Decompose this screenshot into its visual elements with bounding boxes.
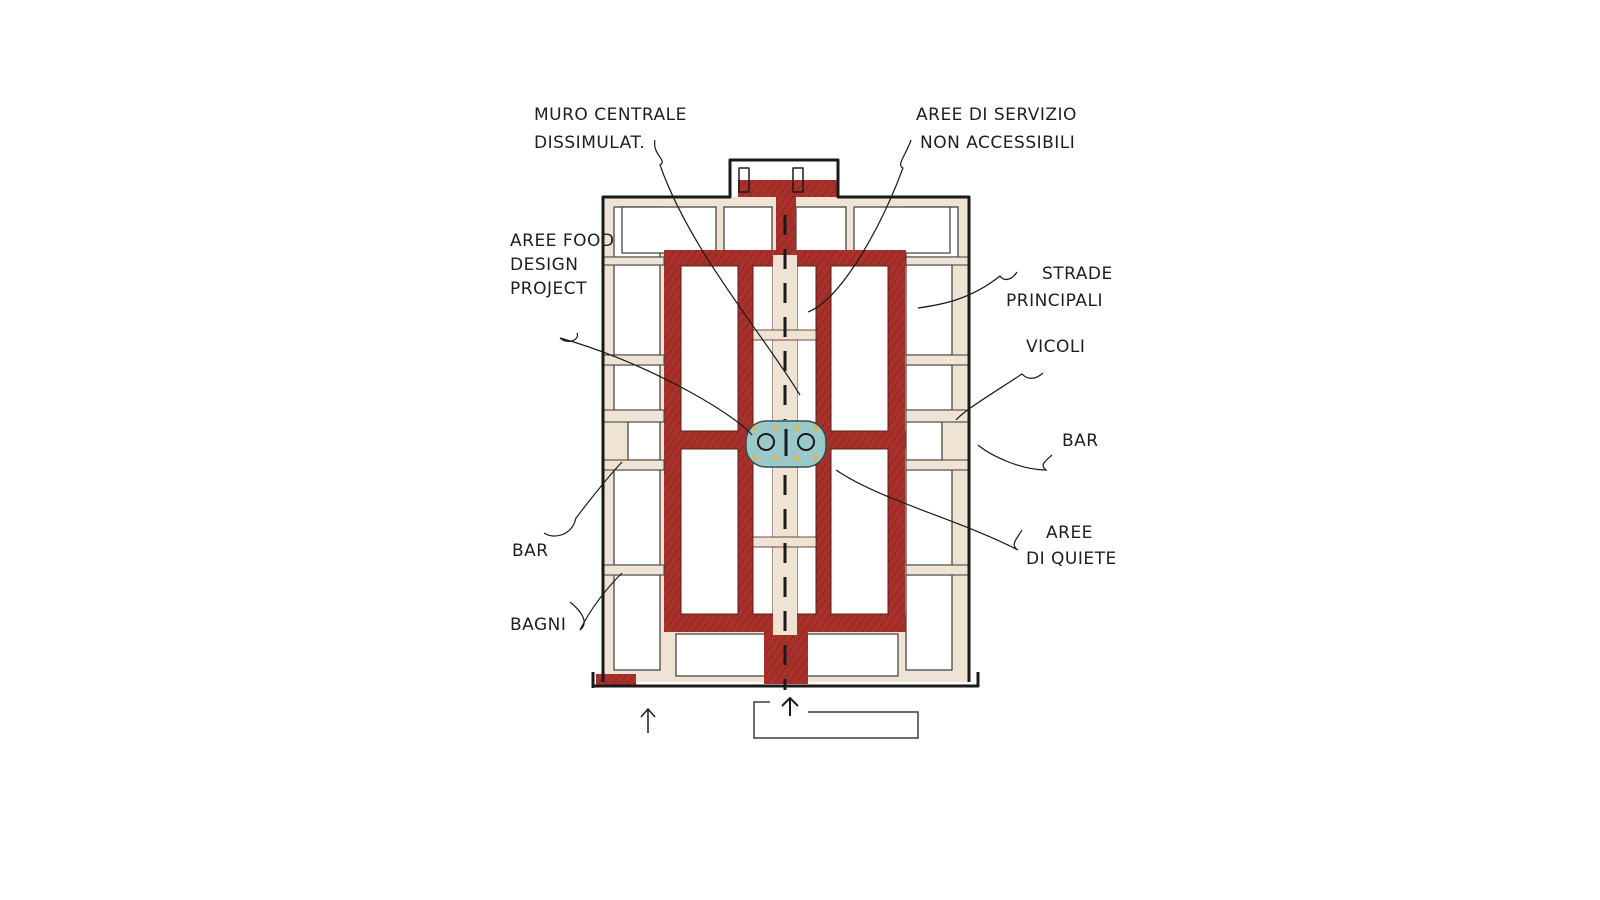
label-aree-servizio-line1: AREE DI SERVIZIO	[916, 105, 1077, 125]
seat-right	[797, 433, 815, 451]
label-bar-right: BAR	[1062, 431, 1099, 451]
bottom-perimeter-rooms	[675, 633, 899, 677]
top-perimeter-rooms	[621, 206, 951, 254]
building-outline	[591, 158, 980, 688]
annex-top-fill	[738, 180, 838, 197]
annotations: MURO CENTRALE DISSIMULAT. AREE DI SERVIZ…	[510, 105, 1117, 635]
label-aree-food-line2: DESIGN	[510, 255, 579, 275]
corner-bottom-left	[596, 674, 636, 686]
seat-left	[757, 433, 775, 451]
label-vicoli: VICOLI	[1026, 337, 1085, 357]
up-arrow-icon	[640, 707, 656, 733]
label-strade-line1: STRADE	[1042, 264, 1113, 284]
quiet-area	[745, 420, 827, 468]
inner-blocks	[680, 265, 889, 615]
label-aree-food-line3: PROJECT	[510, 279, 587, 299]
label-aree-quiete-line1: AREE	[1046, 523, 1093, 543]
label-aree-servizio-line2: NON ACCESSIBILI	[920, 133, 1075, 153]
label-aree-food-line1: AREE FOOD	[510, 231, 614, 251]
label-bar-left: BAR	[512, 541, 549, 561]
main-streets	[596, 180, 906, 686]
label-muro-centrale-line1: MURO CENTRALE	[534, 105, 687, 125]
label-strade-line2: PRINCIPALI	[1006, 291, 1103, 311]
entrance	[753, 696, 919, 739]
label-muro-centrale-line2: DISSIMULAT.	[534, 133, 645, 153]
leader-lines	[543, 139, 1053, 631]
yellow-dots	[752, 425, 819, 461]
label-bagni: BAGNI	[510, 615, 566, 635]
label-aree-quiete-line2: DI QUIETE	[1026, 549, 1117, 569]
